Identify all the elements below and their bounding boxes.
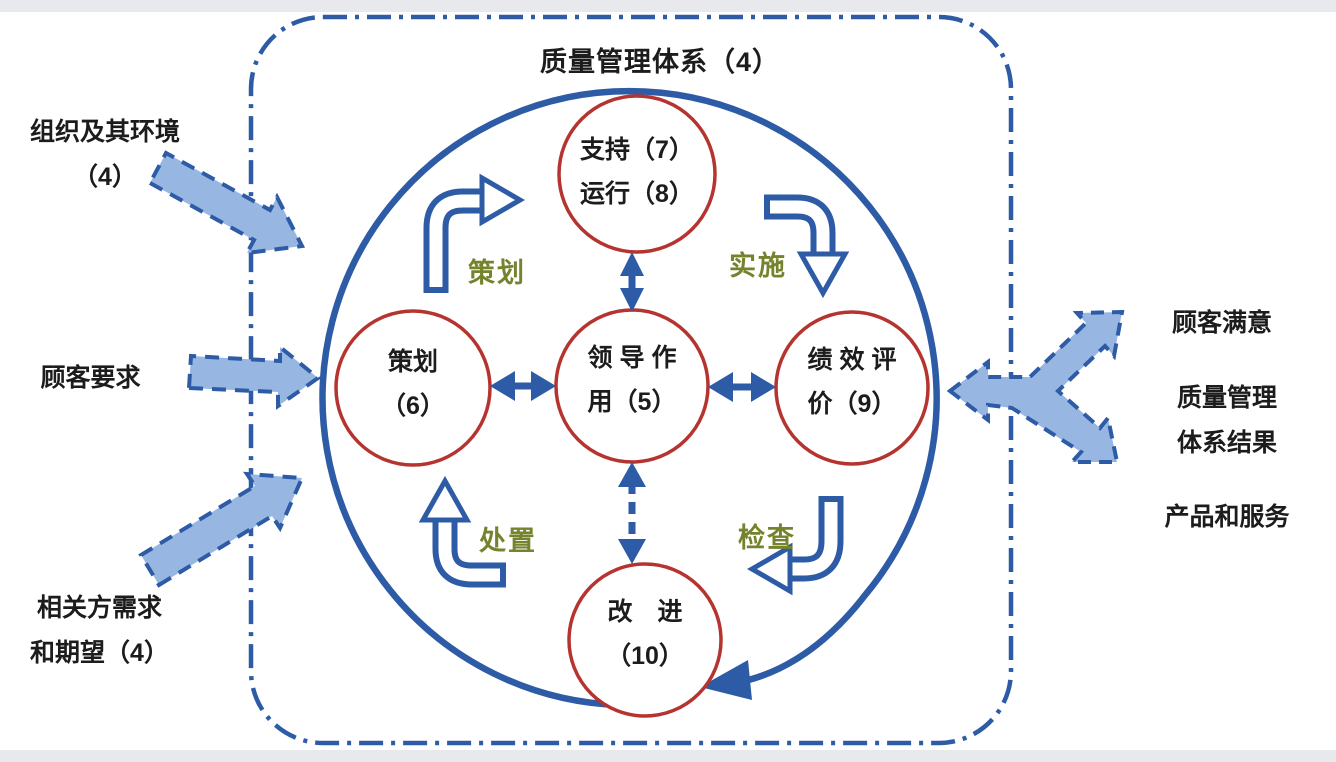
elbow-arrow-act [418, 475, 506, 588]
output-label-qms-results: 质量管理 体系结果 [1137, 376, 1317, 466]
pdca-label-plan: 策划 [468, 258, 526, 288]
connector-leadership-performance [708, 372, 776, 402]
elbow-arrow-plan [423, 173, 525, 293]
node-label-performance-evaluation: 绩 效 评 价（9） [762, 338, 942, 426]
node-performance-line1: 绩 效 评 [807, 346, 897, 374]
node-label-leadership: 领 导 作 用（5） [542, 336, 722, 424]
node-circle-support-operation [557, 94, 717, 254]
elbow-arrow-check [747, 496, 844, 596]
input-organization-line1: 组织及其环境 [29, 118, 180, 146]
pdca-label-do: 实施 [729, 251, 787, 281]
node-label-improvement: 改 进 （10） [555, 590, 735, 678]
input-label-organization: 组织及其环境 （4） [5, 110, 205, 200]
input-arrow-customer-requirements [186, 342, 322, 410]
connector-leadership-improvement [618, 462, 646, 564]
output-label-products-services: 产品和服务 [1127, 495, 1327, 540]
input-customer-line1: 顾客要求 [40, 364, 141, 392]
top-edge-strip [0, 0, 1336, 12]
bottom-edge-strip [0, 750, 1336, 762]
output-label-customer-satisfaction: 顾客满意 [1132, 301, 1312, 346]
pdca-cycle-arrow [319, 87, 940, 709]
node-support-line2: 运行（8） [580, 180, 694, 208]
output-branch-arrow [946, 309, 1125, 464]
node-support-line1: 支持（7） [580, 136, 694, 164]
input-organization-line2: （4） [73, 163, 137, 191]
node-label-support-operation: 支持（7） 运行（8） [547, 128, 727, 216]
output-products-line1: 产品和服务 [1164, 503, 1290, 531]
input-arrow-stakeholder-needs [138, 471, 305, 588]
node-improvement-line1: 改 进 [607, 598, 683, 626]
node-improvement-line2: （10） [606, 642, 684, 670]
input-stakeholder-line1: 相关方需求 [36, 594, 162, 622]
input-stakeholder-line2: 和期望（4） [30, 639, 169, 667]
node-planning-line1: 策划 [387, 348, 438, 376]
node-leadership-line2: 用（5） [587, 388, 677, 416]
connector-leadership-support [620, 252, 644, 312]
node-circle-planning [334, 309, 492, 467]
connector-leadership-planning [490, 371, 556, 401]
node-label-planning: 策划 （6） [323, 340, 503, 428]
input-arrow-organization [147, 150, 306, 256]
pdca-label-check: 检查 [738, 523, 796, 553]
node-circle-performance-evaluation [774, 310, 930, 466]
node-planning-line2: （6） [381, 392, 445, 420]
input-label-stakeholder-needs: 相关方需求 和期望（4） [7, 586, 192, 676]
elbow-arrow-do [764, 194, 850, 299]
output-satisfaction-line1: 顾客满意 [1171, 309, 1272, 337]
output-results-line2: 体系结果 [1176, 429, 1277, 457]
node-leadership-line1: 领 导 作 [587, 344, 677, 372]
node-performance-line2: 价（9） [807, 390, 897, 418]
pdca-label-act: 处置 [479, 526, 537, 556]
input-label-customer-requirements: 顾客要求 [8, 356, 173, 401]
node-circle-improvement [567, 562, 723, 718]
output-results-line1: 质量管理 [1176, 384, 1277, 412]
diagram-title: 质量管理体系（4） [539, 47, 781, 77]
